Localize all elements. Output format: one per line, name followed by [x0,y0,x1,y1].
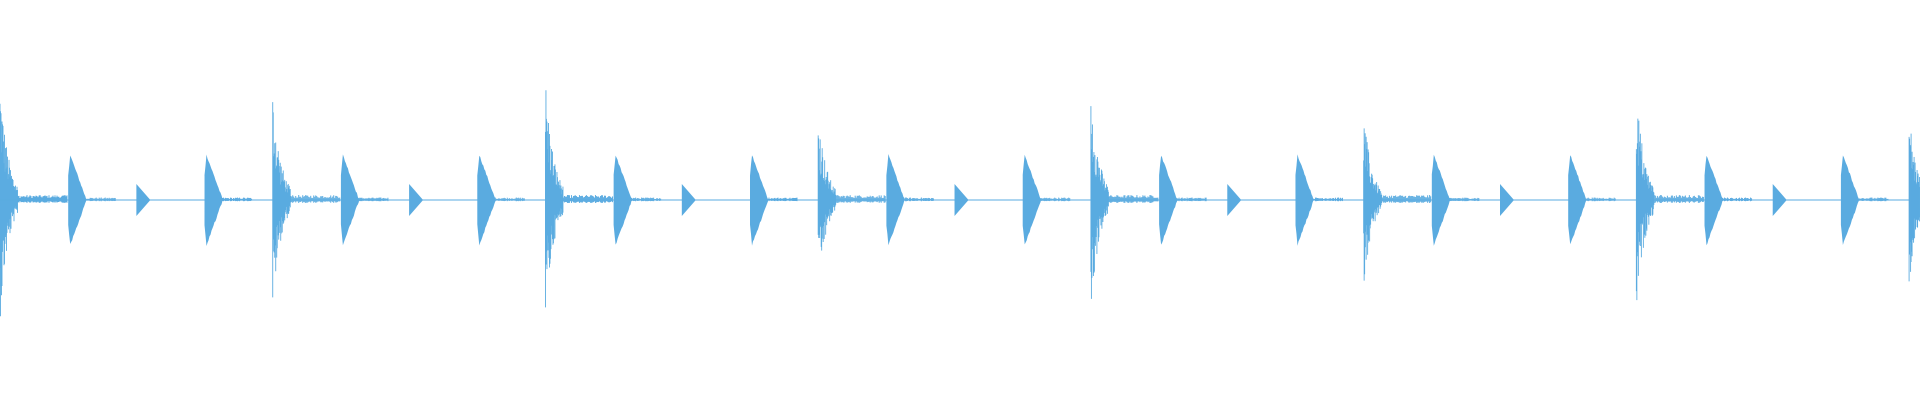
waveform-transient-click [1772,184,1787,216]
waveform-transient-kick [0,103,68,317]
waveform-transient-hit [340,154,389,246]
waveform-transient-click [681,184,696,216]
waveform-transient-hit [477,155,525,246]
waveform-transient-kick [1908,133,1920,282]
waveform-transient-click [1227,184,1242,216]
waveform-transient-click [1500,184,1514,216]
waveform-transient-hit [1704,155,1753,246]
waveform-transient-click [409,184,424,216]
waveform-transient-kick [817,135,886,251]
waveform-transient-kick [1090,106,1159,299]
waveform-transient-hit [613,155,662,245]
waveform-transient-kick [1635,118,1704,301]
waveform-peaks [0,90,1920,317]
waveform-transient-hit [886,154,934,246]
waveform-transient-hit [750,155,798,246]
waveform-transient-click [136,184,151,216]
waveform-transient-kick [545,90,613,308]
waveform-transient-click [954,184,969,216]
waveform-transient-hit [1840,155,1889,245]
waveform-transient-hit [1431,154,1480,246]
waveform-transient-kick [1363,128,1432,281]
waveform-transient-hit [1295,154,1343,246]
waveform-transient-kick [272,102,341,298]
waveform-transient-hit [1022,154,1071,245]
waveform-transient-hit [1159,155,1207,245]
waveform-transient-hit [204,154,253,246]
waveform-transient-hit [1568,155,1616,245]
waveform-transient-hit [68,155,116,244]
